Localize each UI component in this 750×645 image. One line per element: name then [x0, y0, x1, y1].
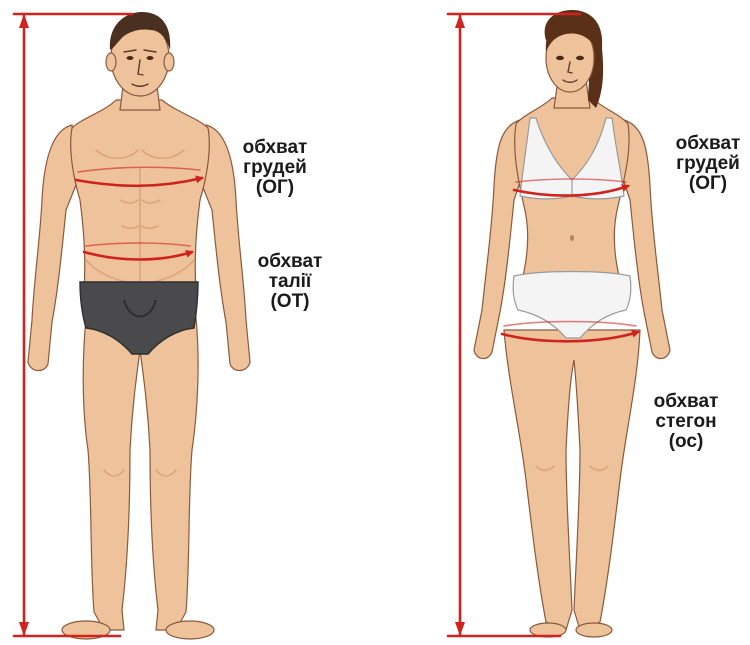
- female-navel: [570, 235, 574, 241]
- label-male-chest-line1: обхват: [232, 138, 318, 158]
- label-female-hips-line2: стегон: [644, 412, 728, 432]
- male-arm-left: [28, 125, 78, 371]
- label-female-chest-line3: (ОГ): [666, 174, 750, 194]
- label-female-chest-line1: обхват: [666, 134, 750, 154]
- male-foot-right: [166, 621, 214, 639]
- label-female-chest-line2: грудей: [666, 154, 750, 174]
- female-legs: [504, 330, 640, 630]
- female-figure: [474, 10, 670, 637]
- male-ear-left: [106, 53, 116, 71]
- label-female-hips-line1: обхват: [644, 392, 728, 412]
- label-female-hips-line3: (ос): [644, 432, 728, 452]
- label-male-chest: обхват грудей (ОГ): [232, 138, 318, 198]
- label-male-waist: обхват талії (ОТ): [250, 252, 330, 312]
- female-underwear-bottom: [513, 272, 631, 339]
- label-male-waist-line3: (ОТ): [250, 292, 330, 312]
- male-legs: [83, 318, 198, 630]
- label-female-chest: обхват грудей (ОГ): [666, 134, 750, 194]
- female-foot-right: [576, 623, 612, 637]
- label-female-hips: обхват стегон (ос): [644, 392, 728, 452]
- label-male-chest-line3: (ОГ): [232, 178, 318, 198]
- male-ear-right: [164, 53, 174, 71]
- label-male-chest-line2: грудей: [232, 158, 318, 178]
- label-male-waist-line2: талії: [250, 272, 330, 292]
- label-male-waist-line1: обхват: [250, 252, 330, 272]
- male-figure: [28, 12, 250, 639]
